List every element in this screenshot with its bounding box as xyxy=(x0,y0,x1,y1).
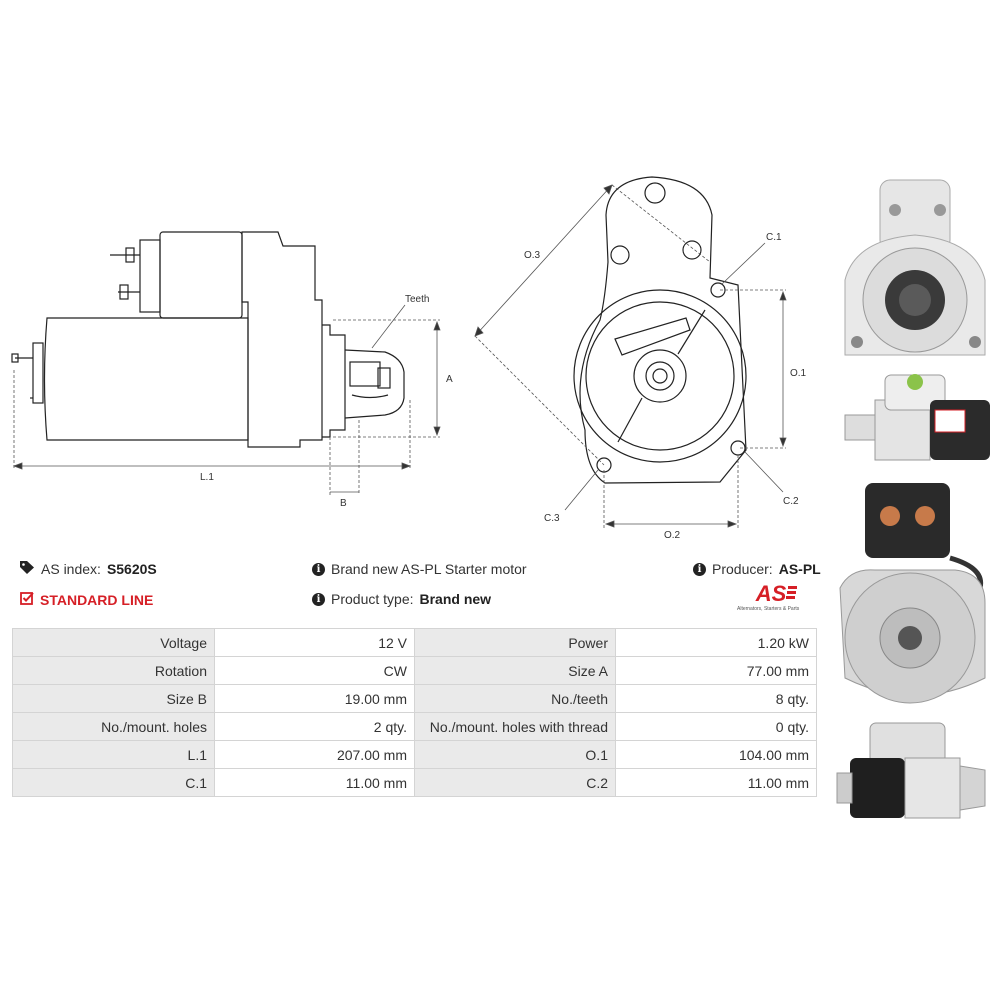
spec-label: C.1 xyxy=(12,768,215,797)
spec-label: C.2 xyxy=(414,768,616,797)
spec-value: 19.00 mm xyxy=(214,684,415,713)
c1-label: C.1 xyxy=(766,232,782,243)
spec-label: Size A xyxy=(414,656,616,685)
dimension-diagram: Teeth A B L.1 xyxy=(11,176,807,540)
front-view xyxy=(573,176,747,484)
product-photo-front xyxy=(835,170,995,370)
info-icon: i xyxy=(312,592,325,606)
info-icon: i xyxy=(693,562,706,576)
spec-label: L.1 xyxy=(12,740,215,769)
spec-value: 2 qty. xyxy=(214,712,415,741)
front-dimensions xyxy=(474,184,787,528)
spec-value: 8 qty. xyxy=(615,684,817,713)
side-view xyxy=(11,231,405,448)
spec-value: 0 qty. xyxy=(615,712,817,741)
o3-label: O.3 xyxy=(524,250,541,261)
check-square-icon xyxy=(20,591,34,608)
tag-icon xyxy=(20,561,35,577)
c3-label: C.3 xyxy=(544,513,560,524)
c2-label: C.2 xyxy=(783,496,799,507)
description-text: Brand new AS-PL Starter motor xyxy=(331,561,527,577)
spec-value: 77.00 mm xyxy=(615,656,817,685)
length-l1-label: L.1 xyxy=(200,472,214,483)
o1-label: O.1 xyxy=(790,368,807,379)
side-dimensions xyxy=(12,304,441,495)
standard-line: STANDARD LINE xyxy=(20,591,153,608)
spec-label: Power xyxy=(414,628,616,657)
producer-value: AS-PL xyxy=(778,561,821,577)
o2-label: O.2 xyxy=(664,530,681,540)
teeth-label: Teeth xyxy=(405,294,429,305)
product-photo-side xyxy=(835,370,995,470)
spec-label: O.1 xyxy=(414,740,616,769)
producer-label: Producer: xyxy=(712,561,773,577)
size-b-label: B xyxy=(340,498,347,509)
spec-value: 207.00 mm xyxy=(214,740,415,769)
spec-label: Voltage xyxy=(12,628,215,657)
logo-stripes-icon xyxy=(786,586,798,599)
logo-mark: AS xyxy=(755,581,787,606)
as-pl-logo: AS Alternators, Starters & Parts xyxy=(737,583,817,617)
spec-label: No./mount. holes with thread xyxy=(414,712,616,741)
spec-label: No./teeth xyxy=(414,684,616,713)
spec-value: 104.00 mm xyxy=(615,740,817,769)
product-photo-angle xyxy=(835,718,995,828)
spec-label: No./mount. holes xyxy=(12,712,215,741)
info-icon: i xyxy=(312,562,325,576)
product-type-label: Product type: xyxy=(331,591,414,607)
spec-value: 11.00 mm xyxy=(615,768,817,797)
description: i Brand new AS-PL Starter motor xyxy=(312,561,527,577)
spec-label: Size B xyxy=(12,684,215,713)
spec-value: 12 V xyxy=(214,628,415,657)
product-type: i Product type: Brand new xyxy=(312,591,491,607)
logo-tagline: Alternators, Starters & Parts xyxy=(737,606,800,612)
as-index-value: S5620S xyxy=(106,561,157,577)
spec-value: 1.20 kW xyxy=(615,628,817,657)
as-index-label: AS index: xyxy=(41,561,101,577)
product-type-value: Brand new xyxy=(419,591,492,607)
producer: i Producer: AS-PL xyxy=(693,561,821,577)
as-index: AS index: S5620S xyxy=(20,561,157,577)
size-a-label: A xyxy=(446,374,453,385)
spec-value: 11.00 mm xyxy=(214,768,415,797)
technical-drawing: Teeth A B L.1 xyxy=(0,160,830,540)
spec-value: CW xyxy=(214,656,415,685)
spec-label: Rotation xyxy=(12,656,215,685)
standard-line-label: STANDARD LINE xyxy=(40,591,154,608)
product-photo-rear xyxy=(835,478,995,713)
